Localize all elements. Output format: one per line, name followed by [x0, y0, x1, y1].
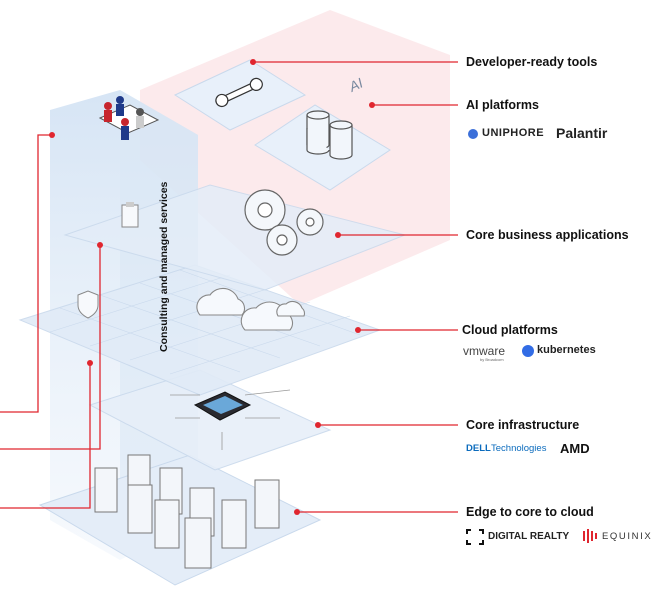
- label-ai-platforms: AI platforms: [466, 98, 539, 112]
- clipboard-icon: [121, 202, 139, 228]
- connector-infra-dot: [315, 422, 321, 428]
- connector-left-2-dot: [97, 242, 103, 248]
- uniphore-logo: UNIPHORE: [482, 127, 545, 139]
- label-core-infrastructure: Core infrastructure: [466, 418, 580, 432]
- connector-ai-dot: [369, 102, 375, 108]
- vmware-logo: vmware: [463, 344, 506, 358]
- equinix-logo: EQUINIX: [602, 531, 653, 542]
- chip-icon: [170, 389, 291, 450]
- dell-technologies-text: Technologies: [491, 443, 547, 454]
- plate-infra: [88, 369, 332, 471]
- uniphore-logo-mark: [468, 129, 478, 139]
- palantir-logo: Palantir: [556, 125, 608, 141]
- connector-cloud-dot: [355, 327, 361, 333]
- connector-core-apps-dot: [335, 232, 341, 238]
- consulting-services-label: Consulting and managed services: [158, 181, 170, 352]
- connector-edge-dot: [294, 509, 300, 515]
- connector-left-1-dot: [49, 132, 55, 138]
- kubernetes-logo: kubernetes: [537, 344, 596, 356]
- connector-left-1: [0, 134, 50, 413]
- wrench-icon: [215, 77, 263, 108]
- clouds-icon: [196, 287, 306, 331]
- dell-logo: DELL: [466, 443, 491, 454]
- amd-logo: AMD: [560, 441, 590, 456]
- vmware-byline: by Broadcom: [480, 357, 504, 362]
- connector-left-3: [0, 363, 91, 509]
- equinix-logo-mark: [583, 529, 597, 543]
- kubernetes-logo-mark: [522, 345, 534, 357]
- connector-dev-dot: [250, 59, 256, 65]
- label-developer-tools: Developer-ready tools: [466, 55, 598, 69]
- digital-realty-logo: DIGITAL REALTY: [488, 531, 570, 542]
- shield-icon: [77, 290, 99, 319]
- ai-plate-tag: AI: [346, 75, 366, 96]
- gears-icon: [244, 189, 324, 256]
- label-core-business-apps: Core business applications: [466, 228, 629, 242]
- label-cloud-platforms: Cloud platforms: [462, 323, 558, 337]
- team-icon: [98, 96, 160, 140]
- connector-left-2: [0, 245, 101, 450]
- database-icon: [306, 110, 353, 160]
- label-edge-core-cloud: Edge to core to cloud: [466, 505, 594, 519]
- digital-realty-logo-mark: [466, 529, 484, 545]
- server-racks-icon: [94, 454, 280, 569]
- connector-left-3-dot: [87, 360, 93, 366]
